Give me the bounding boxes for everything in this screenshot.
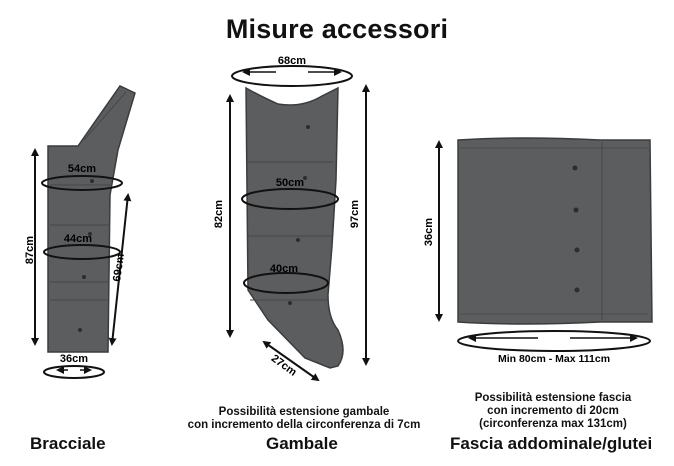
leg-extension-note: Possibilità estensione gambale con incre… [170,406,438,432]
leg-knee-circumference-label: 40cm [270,263,298,275]
belt-extension-note: Possibilità estensione fascia con increm… [458,392,648,431]
arm-length-label: 69cm [111,253,127,283]
arm-height-label: 87cm [24,236,36,264]
leg-thigh-circumference-ring [241,188,339,210]
belt-note-line3: (circonferenza max 131cm) [479,418,627,430]
leg-foot-arrow [262,340,320,382]
leg-height-right-label: 97cm [349,200,361,228]
leg-name-label: Gambale [266,434,338,453]
arm-name-label: Bracciale [30,434,106,453]
belt-circumference-ring [457,330,651,352]
belt-note-line2: con incremento di 20cm [487,405,619,417]
belt-name-label: Fascia addominale/glutei [450,434,653,453]
leg-thigh-circumference-label: 50cm [276,177,304,189]
leg-height-left-label: 82cm [213,200,225,228]
leg-sleeve-product [245,86,344,369]
belt-height-label: 36cm [423,218,435,246]
arm-top-circumference-label: 54cm [68,163,96,175]
arm-sleeve-product [47,85,136,353]
arm-bottom-circumference-ring [43,365,105,379]
leg-top-circumference-ring [231,65,353,87]
belt-width-range-label: Min 80cm - Max 111cm [498,353,610,365]
arm-top-circumference-ring [41,175,123,191]
belt-product [457,137,653,325]
leg-note-line2: con incremento della circonferenza di 7c… [187,419,421,431]
arm-mid-circumference-label: 44cm [64,233,92,245]
leg-top-circumference-label: 68cm [278,55,306,67]
arm-length-arrow [108,193,132,346]
arm-mid-circumference-ring [43,244,121,260]
leg-note-line1: Possibilità estensione gambale [218,406,390,418]
belt-note-line1: Possibilità estensione fascia [474,392,632,404]
page-title: Misure accessori [225,14,449,44]
arm-bottom-circumference-label: 36cm [60,353,88,365]
leg-knee-circumference-ring [243,272,329,294]
